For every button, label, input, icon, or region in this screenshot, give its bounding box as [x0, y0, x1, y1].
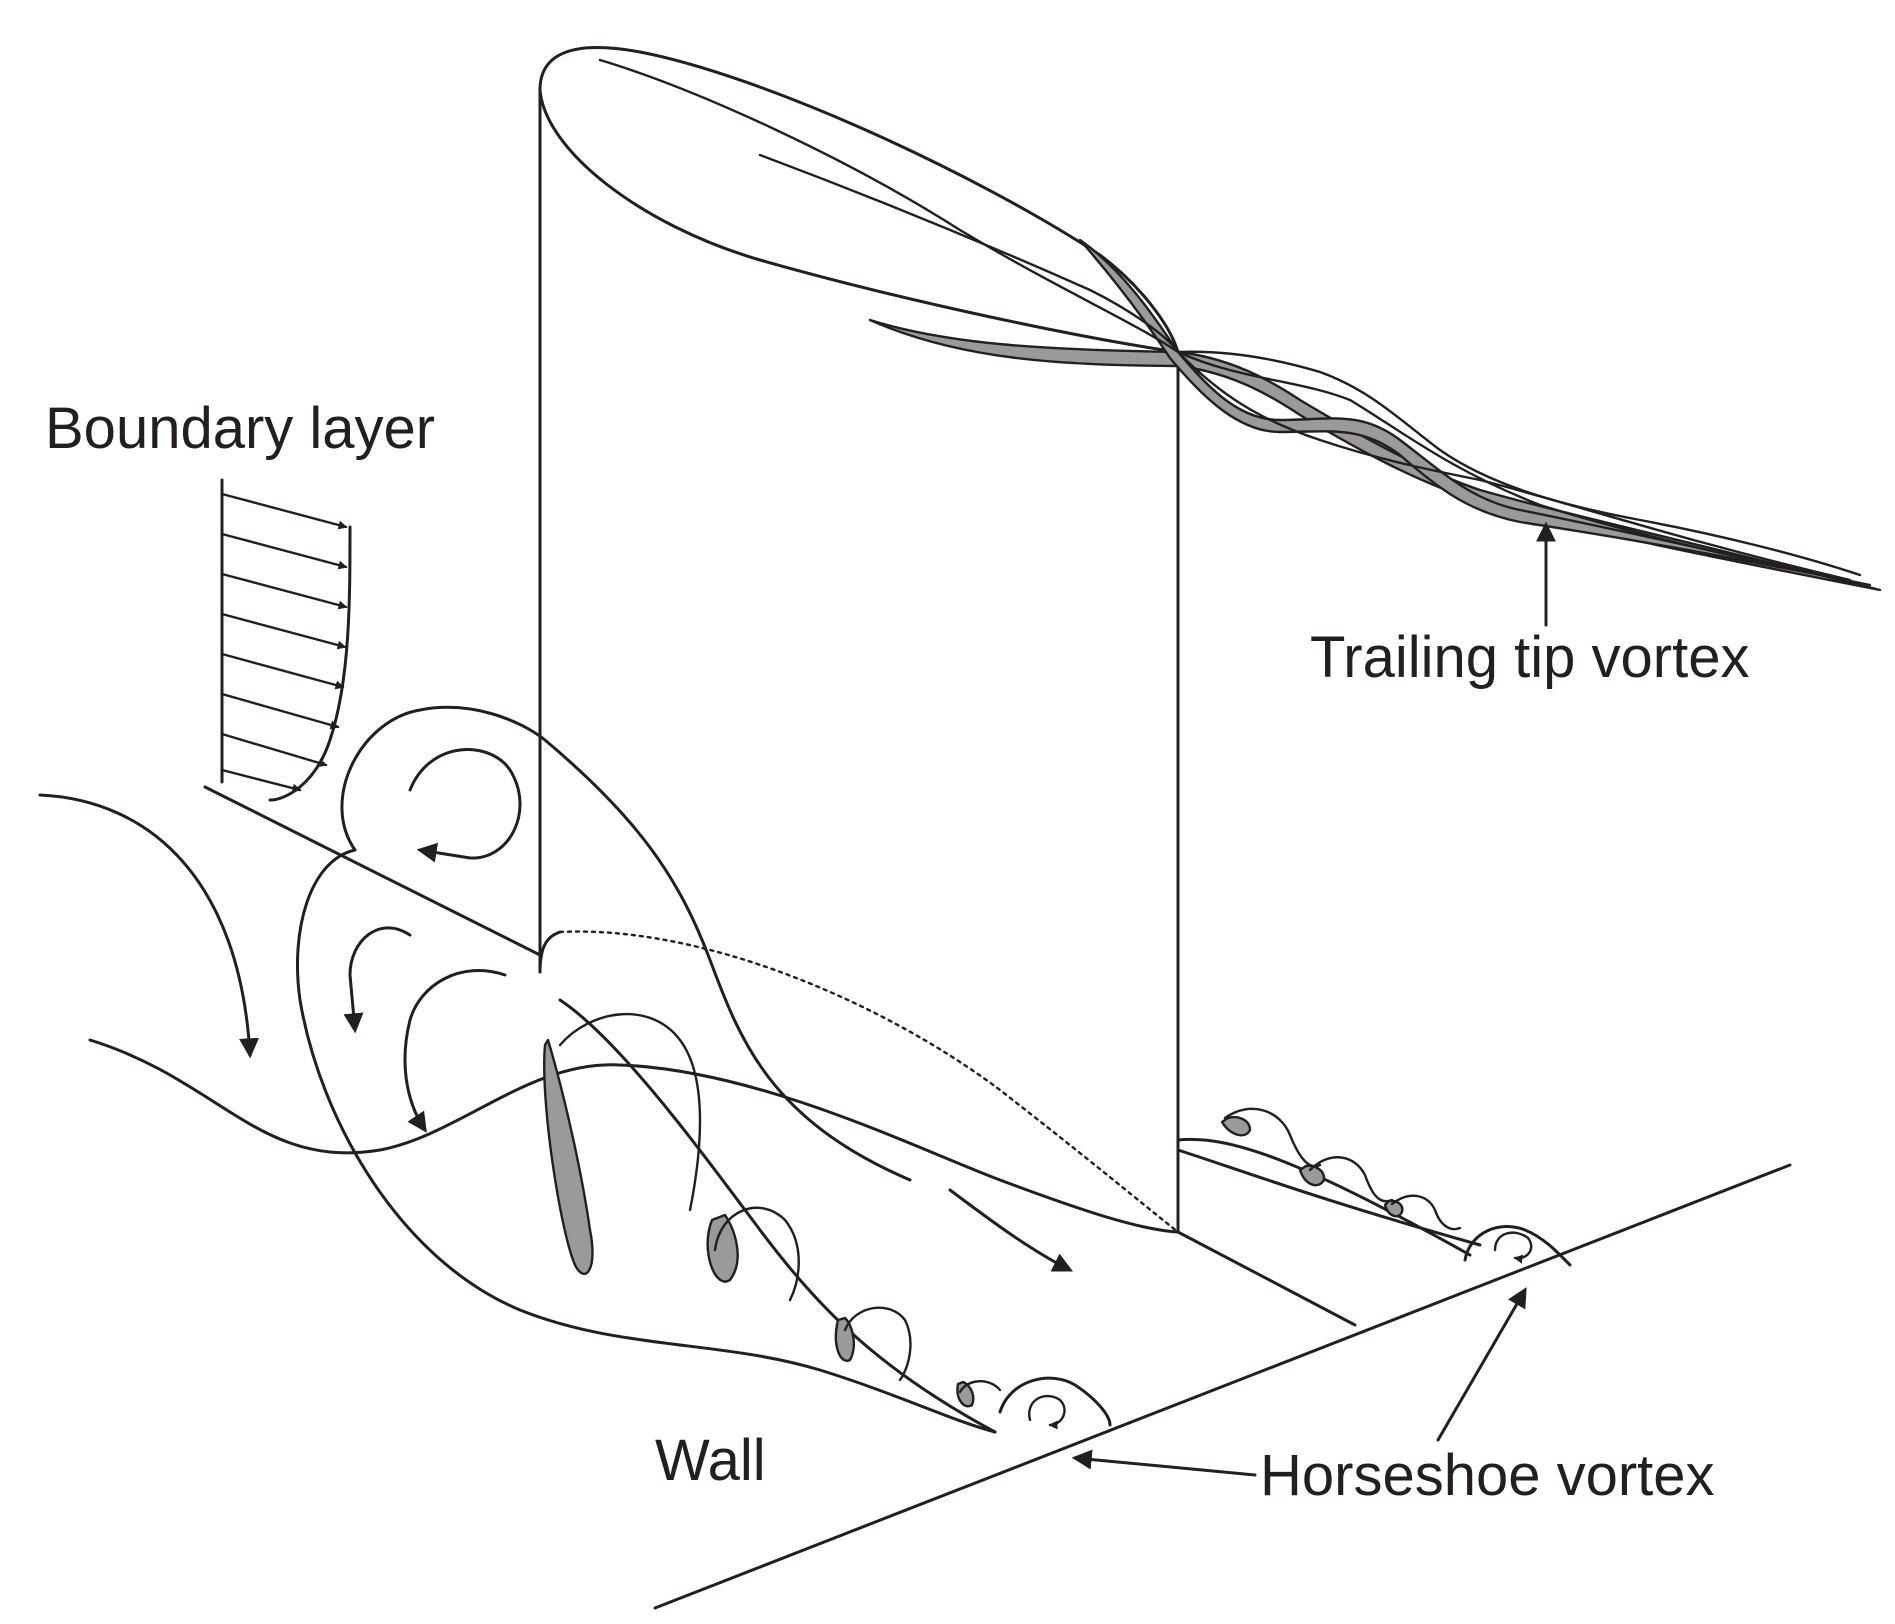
- horseshoe-vortex-coils: [543, 1012, 1112, 1430]
- wing-root-dotted: [558, 930, 1180, 1234]
- velocity-arrow: [220, 692, 340, 730]
- horseshoe-vortex-cap-left-swirl: [1028, 1394, 1066, 1430]
- tip-vortex-ribbon-2: [1078, 238, 1822, 577]
- wing-root-junction: [538, 930, 562, 974]
- velocity-arrow: [220, 612, 347, 650]
- tip-vortex-ribbon-1: [868, 318, 1882, 592]
- wall-front-edge: [653, 1163, 1792, 1610]
- horseshoe-vortex-envelope: [340, 705, 912, 1182]
- callout-arrow-horseshoe-right: [1436, 1287, 1527, 1442]
- recirculation-arrow: [343, 926, 412, 1034]
- boundary-layer-label: Boundary layer: [45, 396, 435, 461]
- horseshoe-vortex-cap-right: [1463, 1225, 1572, 1267]
- vortex-coil-loop: [713, 1206, 800, 1302]
- rear-vortex-channel-upper: [1176, 1148, 1482, 1247]
- wall-rear-channel: [1176, 1137, 1472, 1257]
- horseshoe-vortex-label: Horseshoe vortex: [1260, 1443, 1715, 1508]
- vortex-coil: [543, 1038, 594, 1276]
- wall-top-edge: [203, 785, 542, 957]
- boundary-layer-arrows: [220, 492, 348, 793]
- velocity-arrow: [220, 532, 348, 570]
- flow-arrow: [948, 1188, 1073, 1272]
- velocity-arrow: [220, 492, 348, 530]
- incoming-flow-arrow: [38, 793, 260, 1059]
- tip-vortex-strand-1: [598, 58, 1872, 587]
- boundary-layer-profile: [220, 478, 352, 802]
- rear-vortex-coil: [1383, 1199, 1404, 1218]
- velocity-arrow: [220, 652, 345, 690]
- recirculation-arrow: [403, 969, 507, 1133]
- vortex-coil: [834, 1316, 855, 1362]
- vortex-coil-loop: [958, 1380, 1002, 1394]
- velocity-arrow: [220, 768, 302, 793]
- velocity-arrow: [220, 732, 328, 768]
- horseshoe-inner-channel: [558, 998, 997, 1434]
- callout-arrows: [1071, 521, 1556, 1477]
- wing-tip-section: [538, 46, 1180, 354]
- recirculation-arrows: [343, 748, 1073, 1272]
- callout-arrow-horseshoe-left: [1071, 1449, 1257, 1477]
- rear-vortex-coil: [1298, 1164, 1326, 1187]
- recirculation-arrow: [408, 748, 522, 863]
- trailing-tip-vortex-label: Trailing tip vortex: [1310, 625, 1749, 690]
- separation-surface-lower: [88, 1038, 1180, 1234]
- vortex-coil: [706, 1213, 739, 1283]
- rear-vortex-loop: [1308, 1156, 1394, 1203]
- horseshoe-outer-sheet: [296, 848, 997, 1434]
- tip-vortex-strand-3: [1176, 350, 1862, 577]
- wall-surface: [203, 785, 1792, 1610]
- vortex-coil-loop: [558, 1012, 702, 1212]
- rear-vortex-coils: [1176, 1107, 1572, 1267]
- tip-vortex-ribbons: [598, 58, 1882, 592]
- vortex-coil-loop: [843, 1306, 912, 1382]
- wall-label: Wall: [655, 1428, 766, 1493]
- rear-vortex-loop: [1390, 1194, 1462, 1231]
- horseshoe-vortex-cap-left: [998, 1376, 1112, 1427]
- velocity-arrow: [220, 572, 348, 610]
- wing-blade: [538, 46, 1180, 1234]
- incoming-flow: [38, 705, 1180, 1434]
- horseshoe-vortex-cap-right-swirl: [1493, 1231, 1533, 1264]
- wall-rear-line: [1176, 1230, 1357, 1327]
- rear-vortex-coil: [1220, 1116, 1252, 1137]
